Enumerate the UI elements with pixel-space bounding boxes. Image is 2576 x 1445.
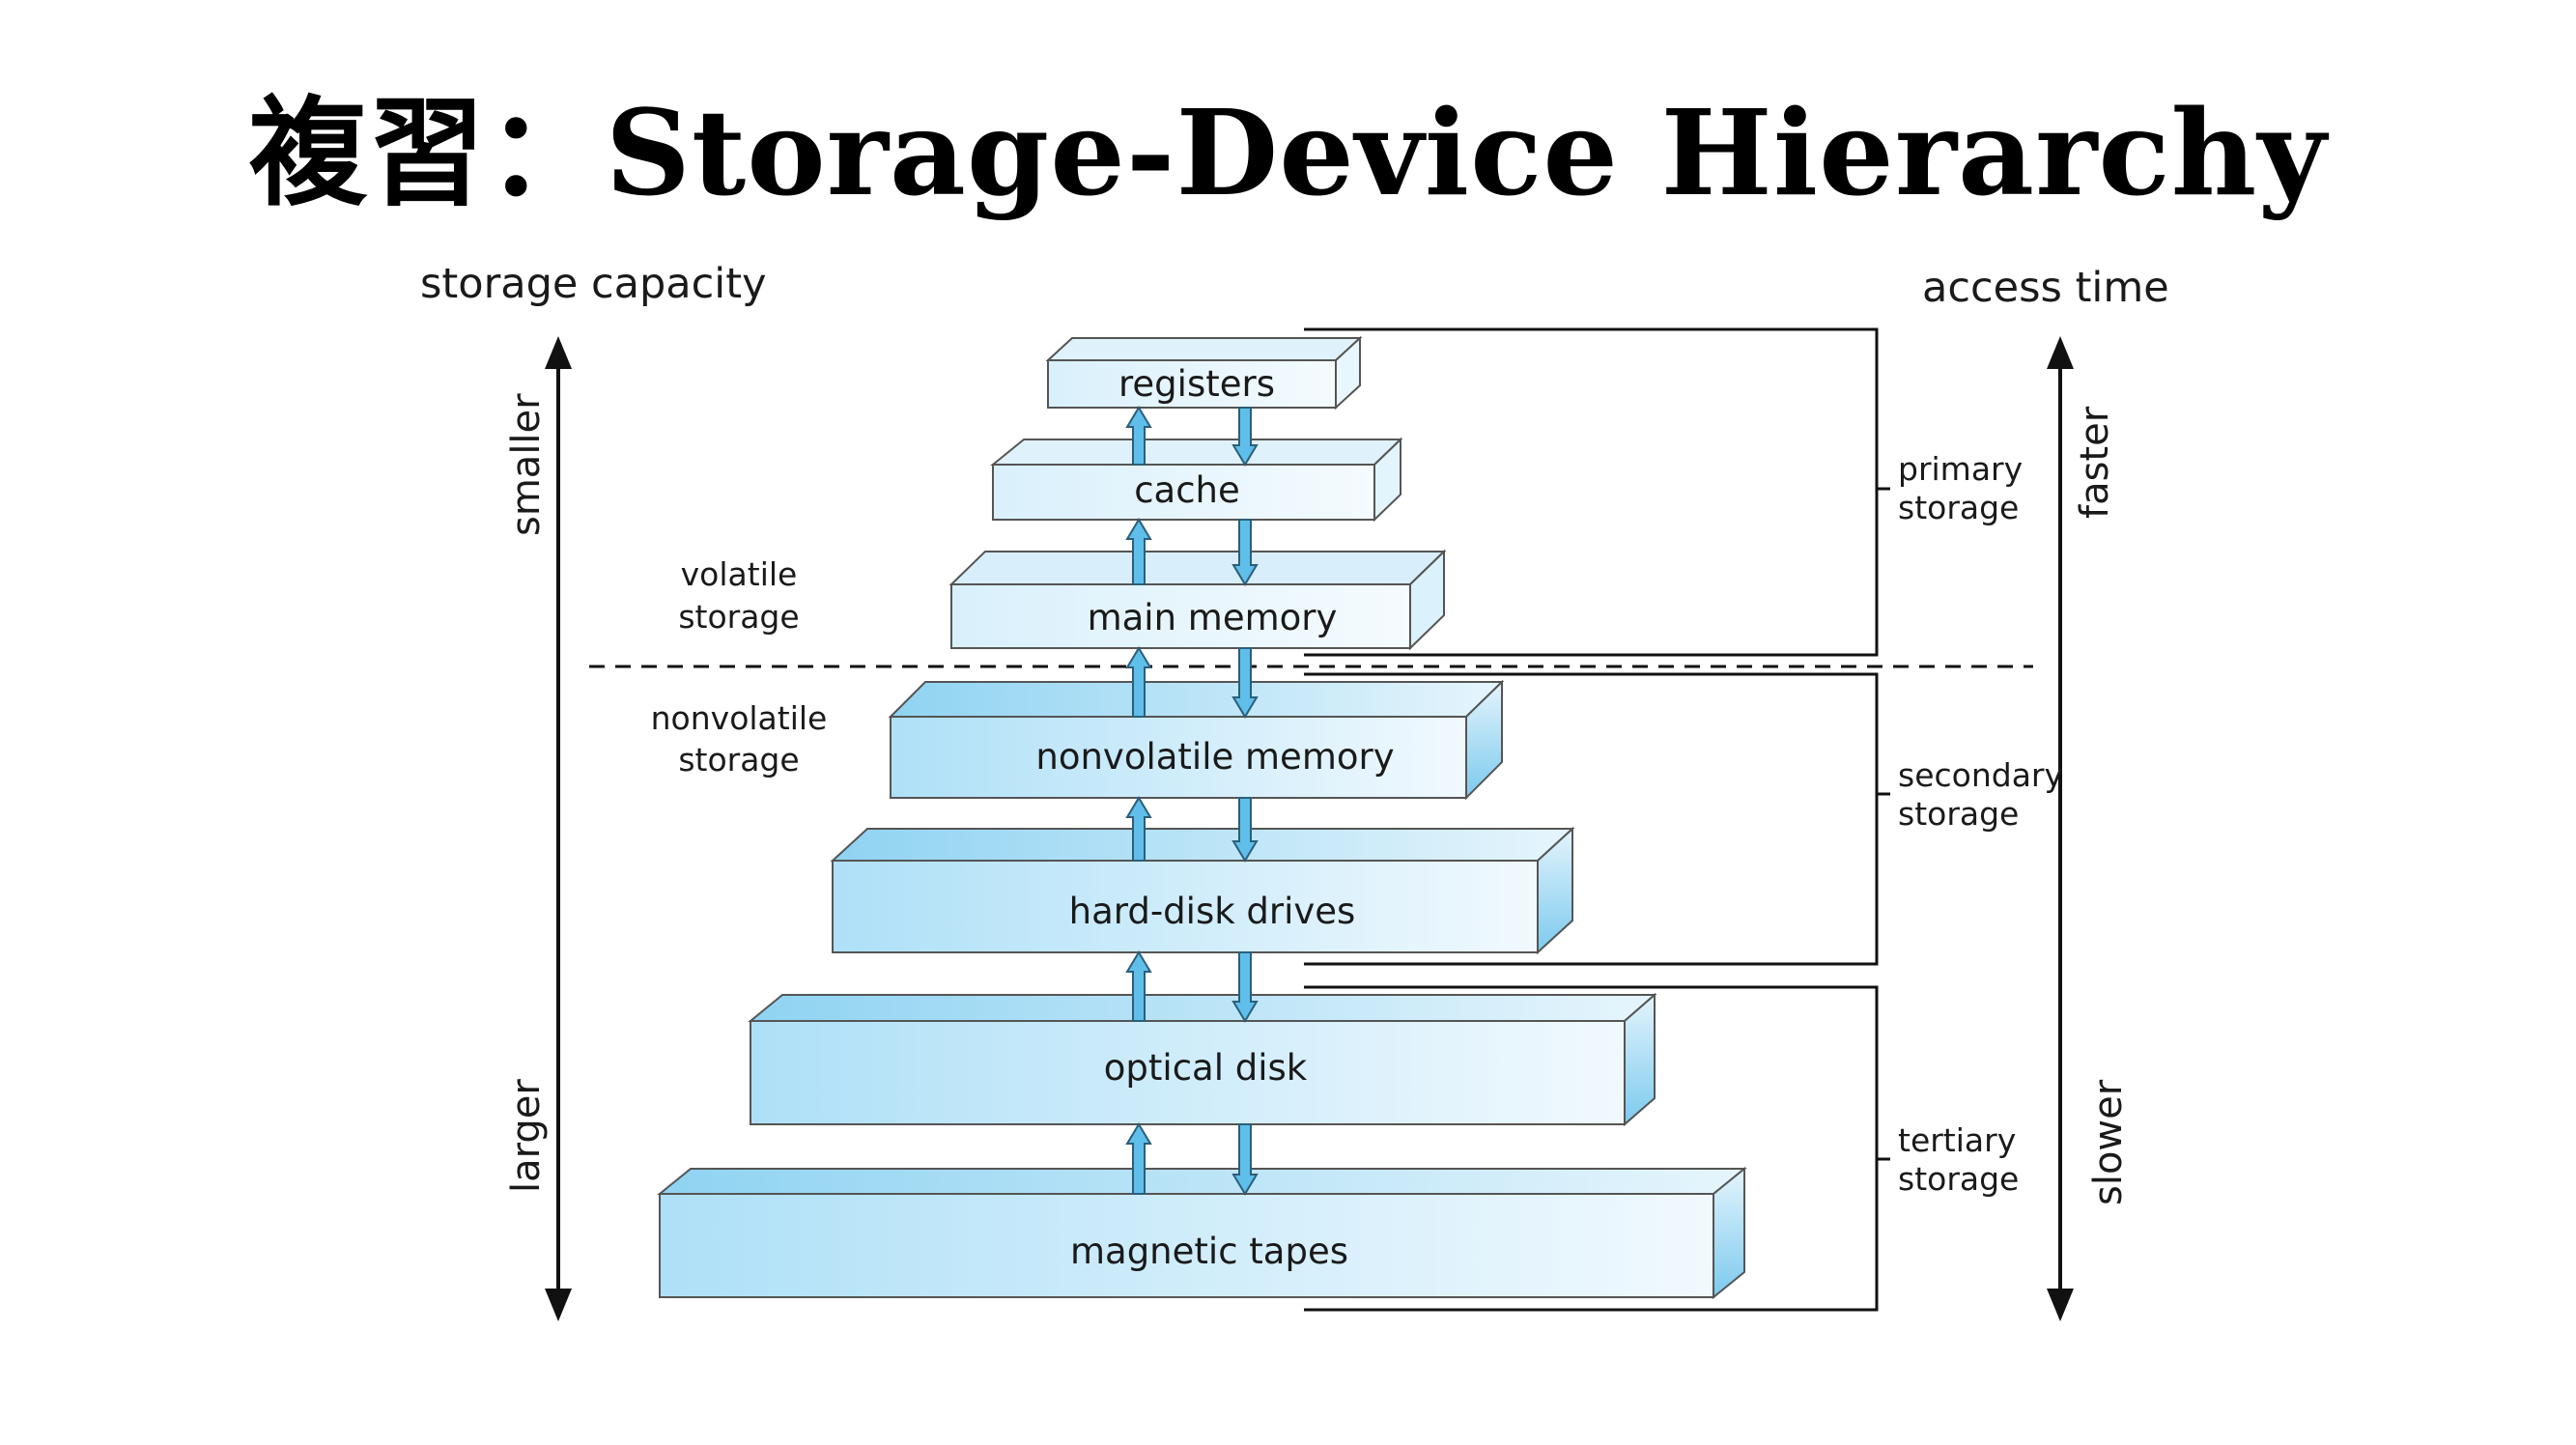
secondary-storage-line1: secondary — [1898, 756, 2063, 794]
up-transfer-arrow-0 — [1125, 406, 1152, 466]
larger-label: larger — [504, 1079, 549, 1193]
down-transfer-arrow-2 — [1231, 647, 1259, 719]
up-transfer-arrow-5 — [1125, 1122, 1152, 1195]
tertiary-storage-line1: tertiary — [1898, 1121, 2016, 1159]
up-transfer-arrow-3 — [1125, 796, 1152, 862]
storage-capacity-label: storage capacity — [420, 260, 767, 308]
up-transfer-arrow-2 — [1125, 646, 1152, 718]
secondary-storage-line2: storage — [1898, 795, 2019, 833]
slower-label: slower — [2086, 1079, 2131, 1205]
down-transfer-arrow-1 — [1231, 519, 1259, 586]
access-time-label: access time — [1922, 264, 2169, 312]
magnetic-tapes-label: magnetic tapes — [1070, 1231, 1348, 1272]
down-transfer-arrow-5 — [1231, 1123, 1259, 1196]
main-memory-label: main memory — [1088, 597, 1338, 638]
level-optical-disk: optical disk — [748, 992, 1657, 1127]
secondary-storage-bracket — [1304, 672, 1890, 966]
down-transfer-arrow-3 — [1231, 797, 1259, 863]
down-transfer-arrow-4 — [1231, 951, 1259, 1023]
slide-title: 複習：Storage-Device Hierarchy — [248, 83, 2328, 222]
level-main-memory: main memory — [948, 549, 1447, 651]
level-cache: cache — [990, 437, 1403, 523]
primary-storage-line2: storage — [1898, 489, 2019, 526]
level-magnetic-tapes: magnetic tapes — [657, 1166, 1747, 1300]
capacity-axis — [545, 336, 572, 1321]
optical-disk-label: optical disk — [1104, 1047, 1308, 1089]
transfer-arrows — [1125, 406, 1259, 1196]
nonvolatile-label-line2: storage — [678, 741, 799, 779]
primary-storage-line1: primary — [1898, 450, 2023, 488]
level-nonvolatile-memory: nonvolatile memory — [888, 679, 1505, 801]
faster-label: faster — [2073, 406, 2117, 519]
down-transfer-arrow-0 — [1231, 407, 1259, 467]
volatile-label-line2: storage — [678, 598, 799, 636]
nonvolatile-memory-label: nonvolatile memory — [1035, 736, 1394, 778]
smaller-label: smaller — [504, 393, 549, 536]
hard-disk-drives-label: hard-disk drives — [1069, 891, 1356, 932]
volatile-label-line1: volatile — [681, 555, 798, 593]
registers-label: registers — [1118, 363, 1275, 405]
up-transfer-arrow-4 — [1125, 950, 1152, 1022]
nonvolatile-label-line1: nonvolatile — [651, 699, 828, 737]
cache-label: cache — [1134, 469, 1240, 511]
primary-storage-bracket — [1304, 327, 1890, 657]
access-time-axis — [2047, 336, 2074, 1321]
level-registers: registers — [1045, 335, 1363, 411]
up-transfer-arrow-1 — [1125, 518, 1152, 585]
level-hard-disk-drives: hard-disk drives — [830, 826, 1575, 955]
tertiary-storage-line2: storage — [1898, 1160, 2019, 1198]
tertiary-storage-bracket — [1304, 985, 1890, 1312]
